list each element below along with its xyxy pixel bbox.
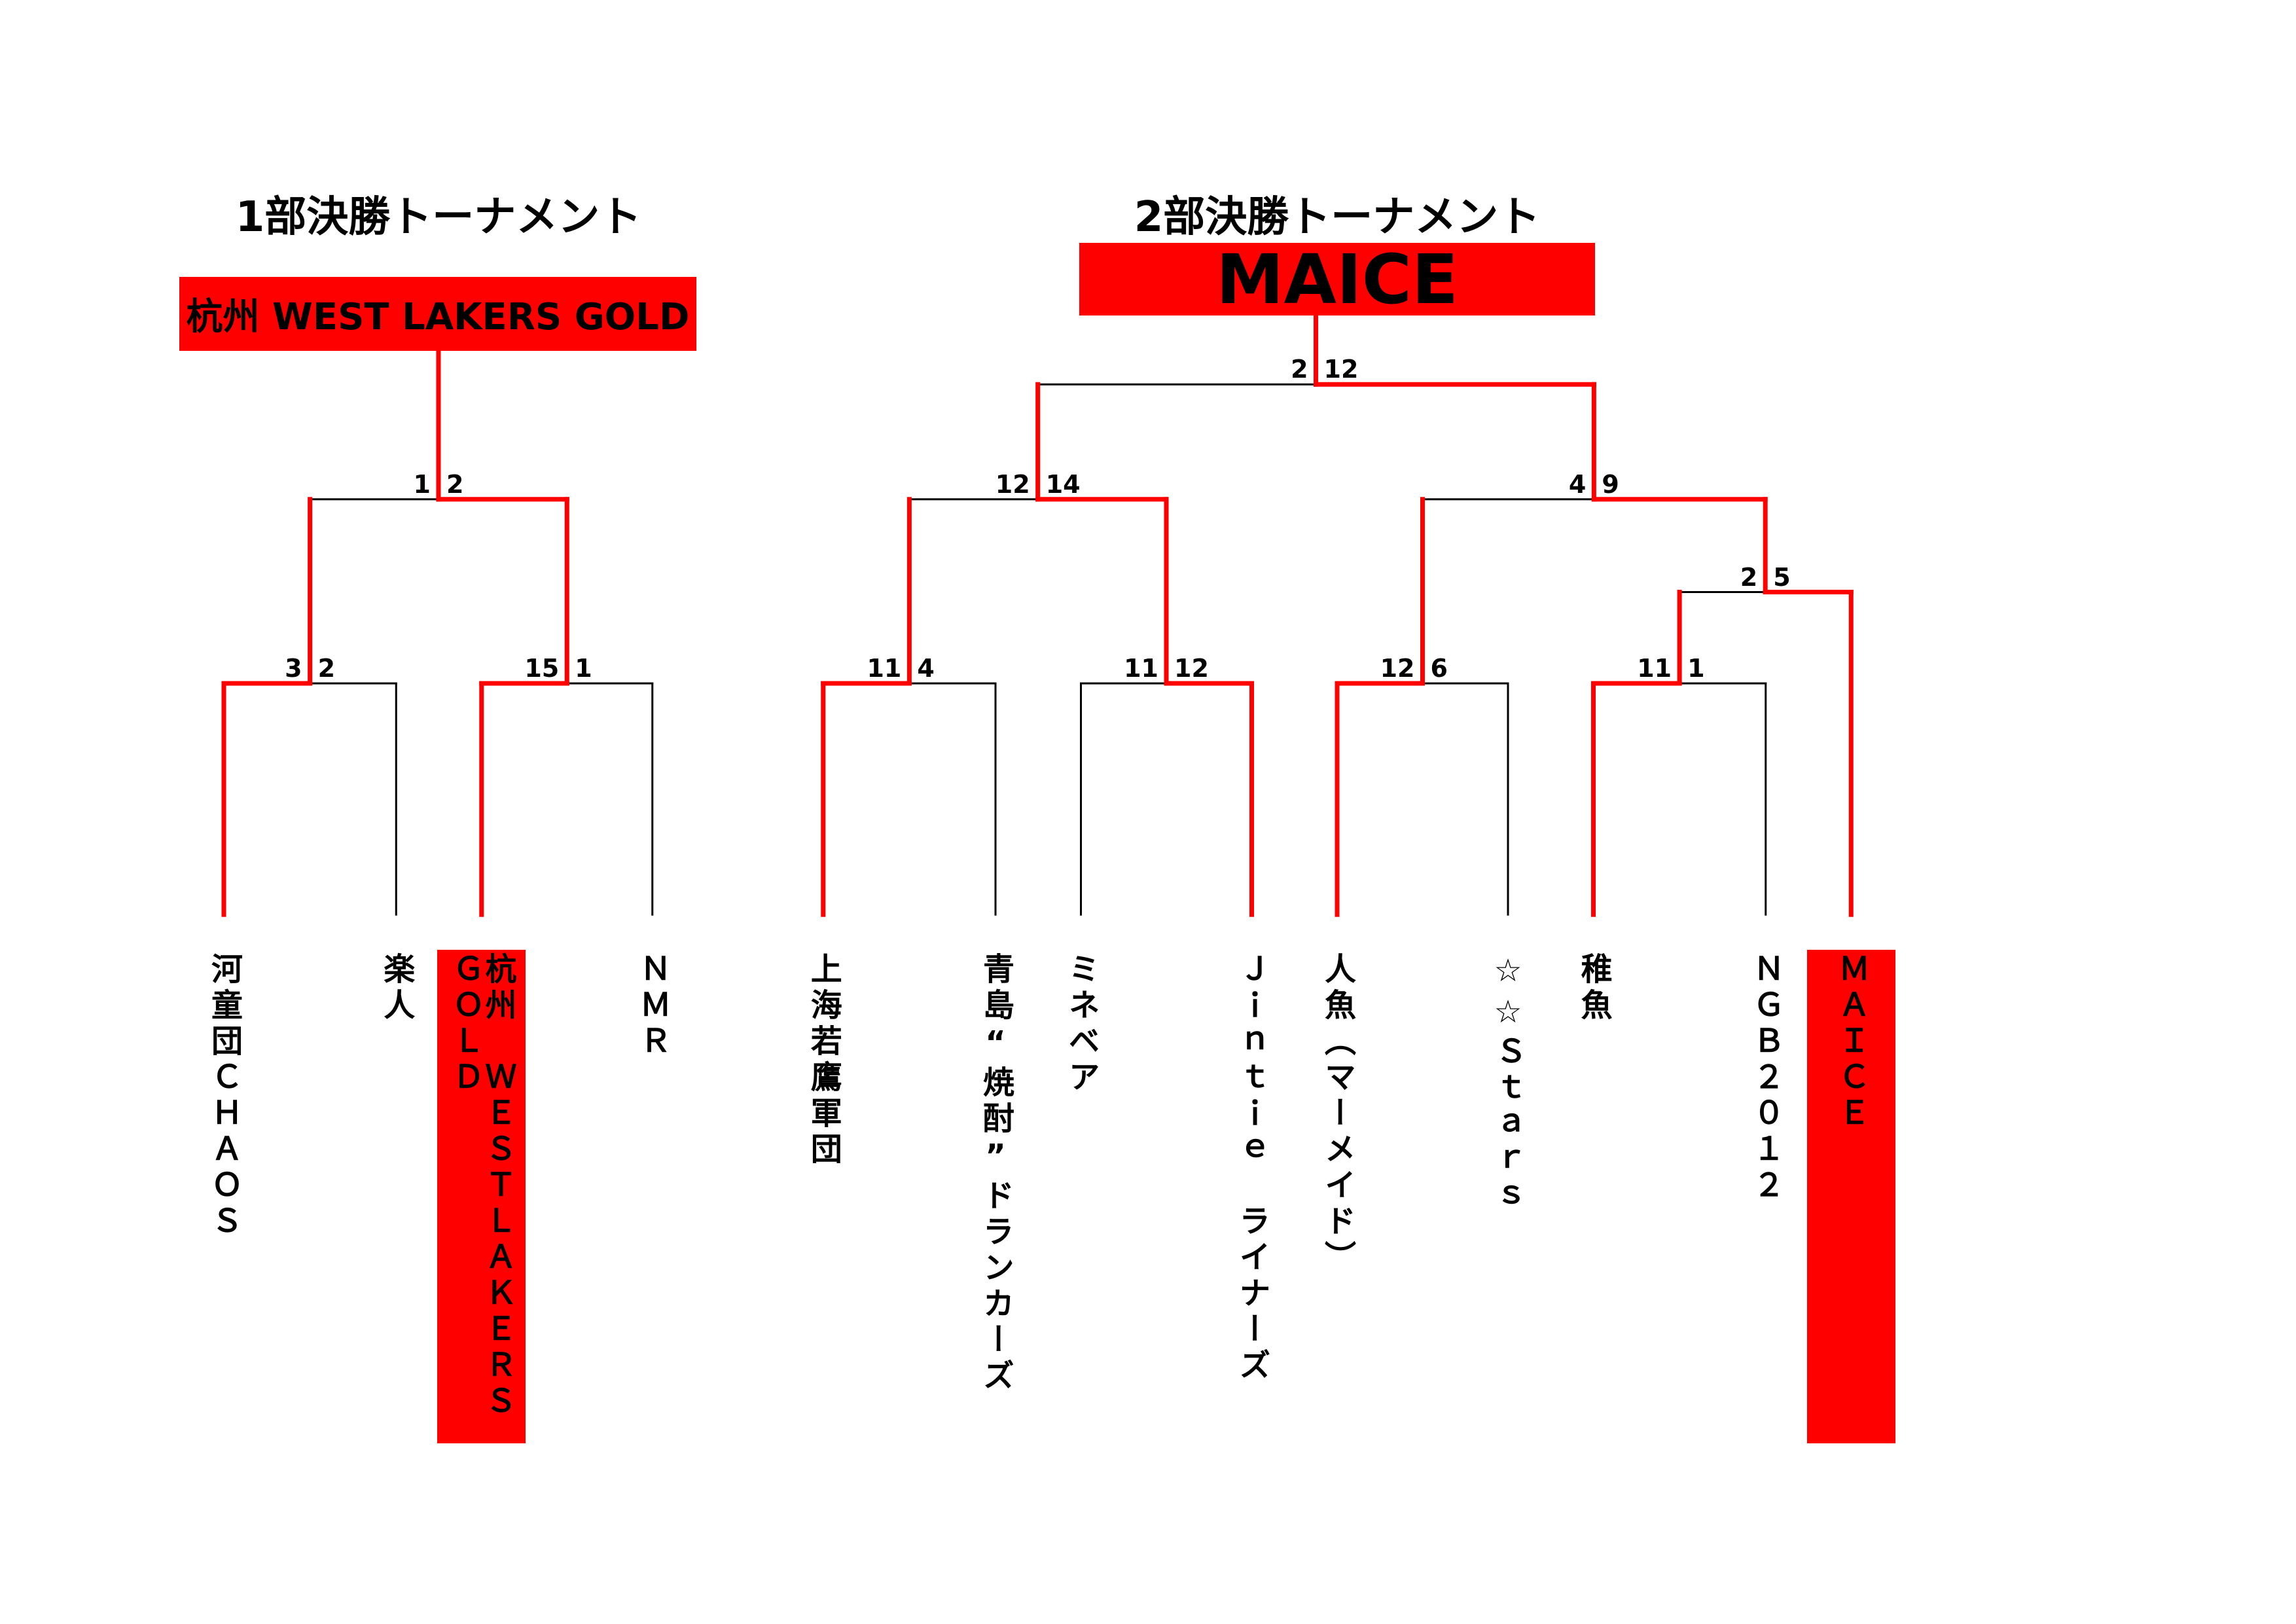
div2-champion-name: MAICE (1215, 239, 1459, 319)
div2-team-name: ☆☆Ｓｔａｒｓ (1490, 952, 1526, 1215)
div2-team-name: ＮＧＢ２０１２ (1747, 952, 1784, 1204)
div1-r1a-score-left: 3 (285, 654, 302, 683)
div2-r1d-score-left: 11 (1637, 654, 1672, 683)
div2-title: 2部決勝トーナメント (1134, 193, 1541, 242)
div2-r1c-score-right: 6 (1430, 654, 1448, 683)
div2-sfb-score-right: 9 (1602, 469, 1619, 499)
div2-team-name: 上海若鷹軍団 (804, 952, 842, 1168)
div1-team-name-line2: ＧＯＬＤ (447, 952, 484, 1096)
div1-r1b-score-left: 15 (524, 654, 560, 683)
div2-r1c-score-left: 12 (1380, 654, 1415, 683)
div1-r1a-score-right: 2 (317, 654, 336, 683)
div2-final-score-right: 12 (1323, 355, 1359, 384)
div2-team-name: 稚魚 (1575, 952, 1612, 1024)
div1-r1b-score-right: 1 (575, 654, 592, 683)
div1-team-name: 杭州 ＷＥＳＴＬＡＫＥＲＳ (479, 952, 516, 1420)
div2-team-name: ＭＡＩＣＥ (1833, 952, 1870, 1132)
div2-team-name: 青島“焼酎”ドランカーズ (977, 952, 1014, 1395)
div2-sfa-score-left: 12 (995, 469, 1030, 499)
div2-sfb-score-left: 4 (1568, 469, 1587, 499)
div2-r1b-score-left: 11 (1124, 654, 1158, 683)
div2-r1b-score-right: 12 (1174, 654, 1209, 683)
div1-team-name: 楽人 (378, 952, 415, 1024)
div1-final-score-right: 2 (446, 469, 464, 499)
div2-r1d-score-right: 1 (1687, 654, 1705, 683)
div2-team-name: 人魚（マーメイド） (1319, 952, 1355, 1276)
div2-team-name: ミネベア (1062, 952, 1100, 1096)
div1-team-name: ＮＭＲ (634, 952, 671, 1060)
div2-sfa-score-right: 14 (1045, 469, 1081, 499)
div2-r1a-score-right: 4 (917, 654, 935, 683)
div2-r1e-score-left: 2 (1740, 562, 1758, 592)
div2-champion-highlight (1807, 950, 1895, 1443)
div1-champion-name: 杭州 WEST LAKERS GOLD (186, 296, 690, 338)
div2-r1a-score-left: 11 (867, 654, 902, 683)
div2-team-name: Ｊｉｎｔｉｅ ライナーズ (1233, 952, 1270, 1384)
div1-team-name: 河童団ＣＨＡＯＳ (206, 952, 242, 1240)
div1-final-score-left: 1 (413, 469, 431, 499)
div1-champion-highlight (437, 950, 526, 1443)
div2-final-score-left: 2 (1291, 355, 1308, 384)
div1-champion-box: 杭州 WEST LAKERS GOLD (179, 277, 696, 351)
div1-title: 1部決勝トーナメント (235, 193, 642, 242)
div2-champion-box: MAICE (1079, 239, 1595, 319)
div2-r1e-score-right: 5 (1773, 562, 1791, 592)
